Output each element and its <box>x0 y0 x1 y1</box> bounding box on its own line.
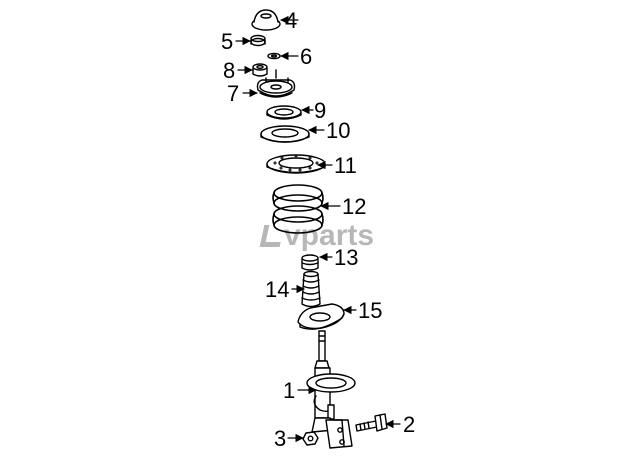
callout-4: 4 <box>285 8 298 33</box>
part-5-nut <box>250 34 266 47</box>
part-8-nut <box>252 63 268 77</box>
part-14-boot <box>301 270 321 308</box>
leader-arrows <box>235 15 401 443</box>
callout-14: 14 <box>265 277 290 302</box>
callout-7: 7 <box>227 81 240 106</box>
callout-12: 12 <box>342 194 367 219</box>
part-2-bolt <box>355 413 388 432</box>
part-1-strut <box>306 330 356 449</box>
part-13-bump-stop <box>301 254 319 271</box>
watermark-text: vparts <box>284 219 375 252</box>
part-12-coil-spring <box>272 184 324 234</box>
callout-3: 3 <box>274 426 287 451</box>
callout-5: 5 <box>221 29 234 54</box>
part-9-bearing <box>266 105 302 120</box>
part-3-nut <box>302 431 319 446</box>
watermark-logo-icon <box>259 225 285 247</box>
callout-8: 8 <box>223 58 236 83</box>
callout-10: 10 <box>326 118 351 143</box>
callout-9: 9 <box>314 98 327 123</box>
part-10-seat <box>260 125 310 143</box>
callout-15: 15 <box>358 298 383 323</box>
part-7-mount <box>256 69 296 98</box>
callout-13: 13 <box>334 245 359 270</box>
part-4-cap <box>251 9 281 31</box>
part-11-pad <box>266 154 326 174</box>
part-6-washer <box>267 52 281 60</box>
callout-6: 6 <box>300 44 313 69</box>
callout-2: 2 <box>403 412 416 437</box>
part-15-lower-seat <box>297 303 345 330</box>
watermark: vparts <box>259 219 375 253</box>
callout-11: 11 <box>334 153 357 178</box>
callout-1: 1 <box>283 378 296 403</box>
